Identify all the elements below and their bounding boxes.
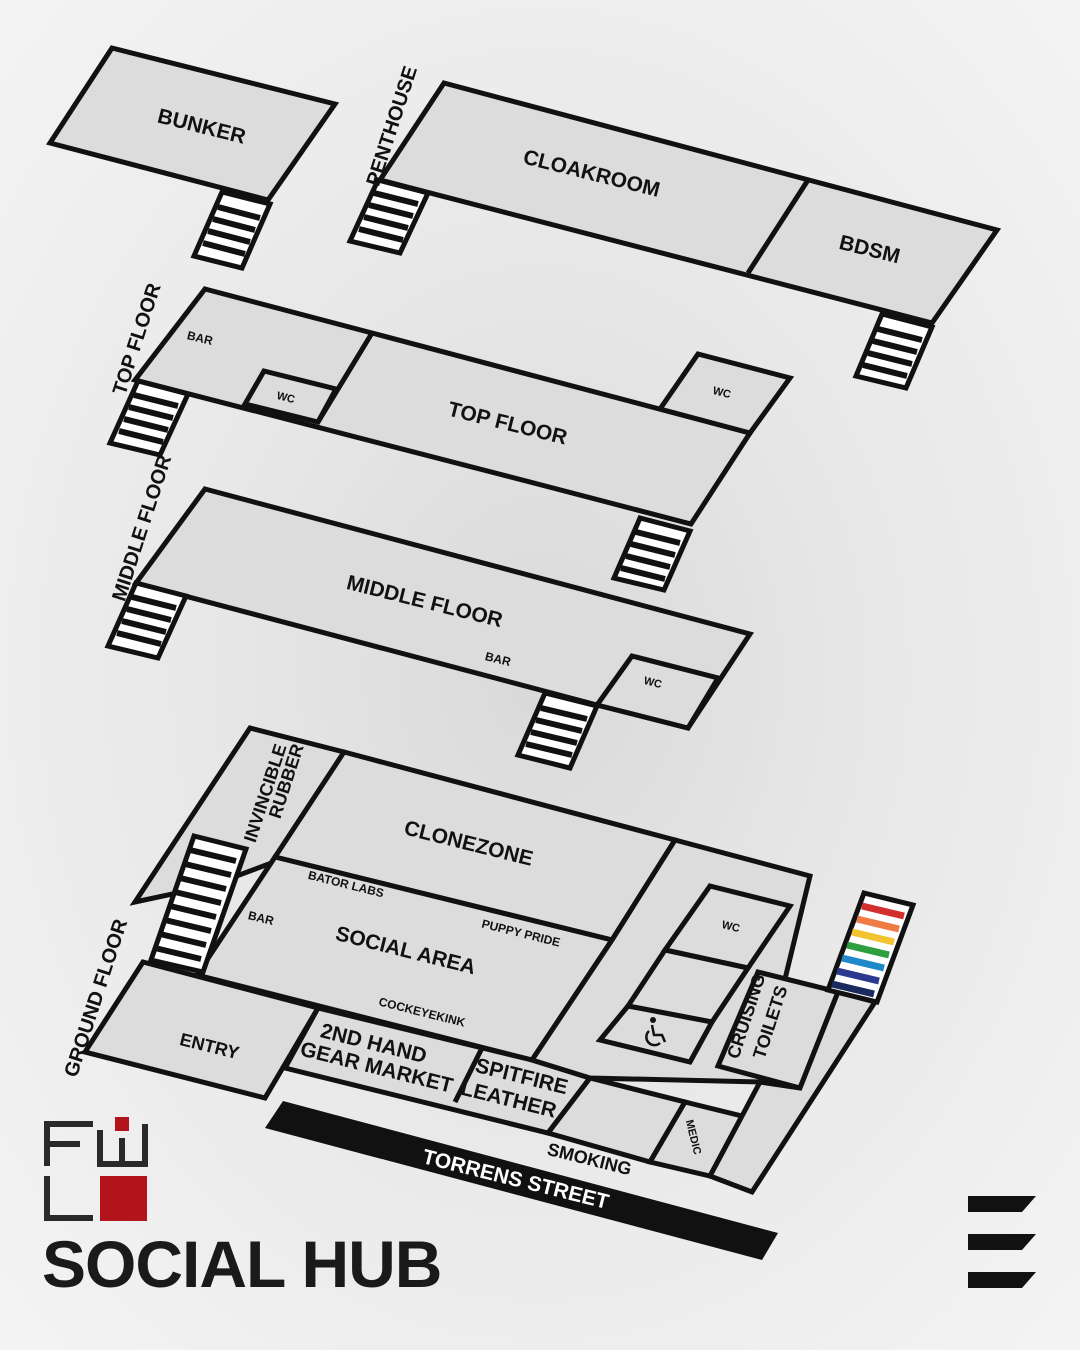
logo-mark [44, 1117, 148, 1221]
middle-floor-stairs-left [104, 580, 190, 661]
rainbow-step-red [861, 902, 905, 920]
top-floor-wc-left-room [241, 368, 340, 425]
top-floor-wc-right-label: WC [711, 385, 732, 401]
street-bar [265, 1101, 778, 1260]
middle-floor-stairs-right [514, 690, 601, 771]
rainbow-step-orange [856, 915, 900, 933]
rainbow-stairs [824, 890, 917, 1005]
bunker-room [46, 45, 340, 203]
top-floor-stairs-right [610, 515, 694, 593]
middle-floor-wc-room [592, 653, 722, 731]
entry-room [81, 959, 322, 1101]
rainbow-step-yellow [851, 928, 895, 946]
ground-bar-label: BAR [247, 908, 276, 928]
penthouse-level: CLOAKROOM BDSM PENTHOUSE [346, 64, 1002, 391]
ground-wc-label: WC [720, 919, 741, 935]
penthouse-stairs-right [852, 311, 936, 391]
middle-floor-wc-label: WC [642, 675, 663, 691]
bunker-level: BUNKER [46, 45, 340, 271]
middle-floor-bar-label: BAR [484, 649, 513, 669]
top-floor-stairs-left [106, 378, 192, 458]
ground-floor-level: INVINCIBLE RUBBER CLONEZONE BATOR LABS P… [60, 725, 917, 1196]
middle-floor-level: MIDDLE FLOOR BAR WC MIDDLE FLOOR [104, 452, 754, 771]
brand-title: SOCIAL HUB [42, 1227, 441, 1301]
gear-spitfire-divider [452, 1046, 485, 1104]
right-wing-room [706, 989, 879, 1196]
top-floor-wc-right-room [655, 351, 795, 436]
menu-bars-icon[interactable] [968, 1196, 1036, 1288]
top-floor-outline [130, 286, 754, 527]
penthouse-stairs-left [346, 177, 432, 256]
penthouse-outline [375, 80, 1002, 326]
wheelchair-icon [645, 1017, 667, 1047]
ground-floor-stairs-left [147, 833, 250, 975]
rainbow-step-blue [841, 954, 885, 972]
brand-logo: SOCIAL HUB [42, 1117, 442, 1301]
rainbow-step-violet [831, 980, 875, 998]
top-floor-level: TOP FLOOR BAR WC WC TOP FLOOR [106, 280, 795, 593]
rainbow-step-indigo [836, 967, 880, 985]
rainbow-step-green [846, 941, 890, 959]
top-floor-wc-left-label: WC [275, 390, 296, 406]
bunker-stairs [190, 189, 274, 271]
penthouse-divider [745, 178, 811, 275]
top-floor-bar-label: BAR [186, 328, 215, 348]
